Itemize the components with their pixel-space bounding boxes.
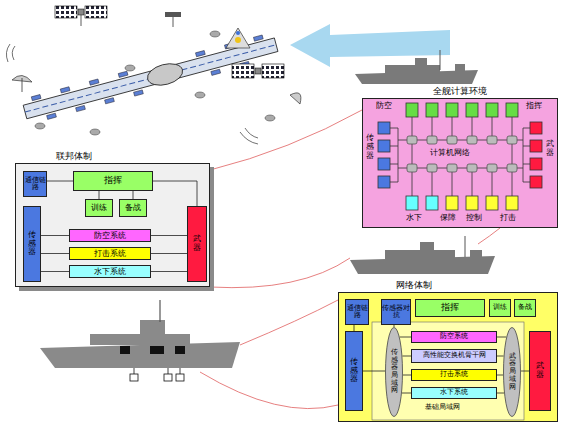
panel-inner bbox=[372, 322, 524, 420]
box-label: 防空系统 bbox=[94, 232, 126, 240]
connector-line bbox=[497, 356, 504, 357]
region-label: 计算机网络 bbox=[430, 149, 470, 158]
readiness-box: 备战 bbox=[119, 199, 147, 217]
connector-line bbox=[521, 371, 529, 372]
box-label: 训练 bbox=[493, 304, 507, 311]
connector-line bbox=[497, 393, 504, 394]
region-label: 打击 bbox=[500, 214, 516, 223]
sensor-box: 传感器 bbox=[23, 206, 41, 282]
readiness-box: 备战 bbox=[514, 299, 536, 317]
box-label: 武器 bbox=[536, 362, 544, 380]
connector-line bbox=[151, 271, 187, 272]
box-label: 武器局域网 bbox=[509, 353, 516, 391]
comm-box: 通信链路 bbox=[345, 299, 369, 325]
backbone-bar: 高性能交换机骨干网 bbox=[411, 349, 497, 363]
box-label: 打击系统 bbox=[440, 371, 468, 378]
box-label: 备战 bbox=[125, 204, 141, 212]
training-box: 训练 bbox=[85, 199, 113, 217]
connector-line bbox=[402, 393, 411, 394]
big-arrow bbox=[290, 24, 450, 67]
region-label: 水下 bbox=[406, 214, 422, 223]
network-illustration bbox=[6, 6, 300, 144]
weapon-box: 武器 bbox=[187, 206, 207, 282]
connector-line bbox=[133, 191, 134, 199]
region-label: 控制 bbox=[466, 214, 482, 223]
ship-silhouette bbox=[40, 300, 240, 381]
system-panel: 网络体制通信链路传感器对抗指挥训练备战传感器传感器局域网防空系统高性能交换机骨干… bbox=[338, 292, 558, 422]
connector-line bbox=[402, 356, 411, 357]
lan-oval: 武器局域网 bbox=[503, 327, 521, 417]
box-label: 指挥 bbox=[441, 303, 459, 312]
panel-fill bbox=[338, 292, 558, 422]
box-label: 武器 bbox=[193, 235, 201, 253]
box-label: 备战 bbox=[518, 304, 532, 311]
connector-line bbox=[41, 271, 69, 272]
system-bar: 水下系统 bbox=[411, 387, 497, 399]
connector-line bbox=[41, 235, 69, 236]
panel-fill bbox=[362, 98, 558, 228]
box-label: 训练 bbox=[91, 204, 107, 212]
box-label: 传感器 bbox=[350, 358, 358, 384]
box-label: 通信链路 bbox=[346, 305, 368, 320]
box-label: 通信链路 bbox=[24, 177, 46, 192]
box-label: 传感器 bbox=[28, 231, 36, 257]
command-box: 指挥 bbox=[415, 299, 485, 317]
sensor-box: 传感器 bbox=[345, 331, 363, 411]
connector-line bbox=[497, 337, 506, 338]
system-bar: 打击系统 bbox=[411, 369, 497, 381]
connector-line bbox=[400, 337, 411, 338]
box-label: 防空系统 bbox=[440, 333, 468, 340]
region-label: 防空 bbox=[376, 102, 392, 111]
connector-line bbox=[99, 191, 100, 199]
system-bar: 防空系统 bbox=[69, 229, 151, 242]
box-label: 打击系统 bbox=[94, 250, 126, 258]
region-label: 传感器 bbox=[366, 134, 374, 160]
ship-silhouette bbox=[355, 50, 478, 84]
box-label: 水下系统 bbox=[440, 389, 468, 396]
connector-line bbox=[151, 253, 187, 254]
region-label: 指挥 bbox=[526, 102, 542, 111]
system-panel: 联邦体制通信链路传感器指挥训练备战防空系统打击系统水下系统武器 bbox=[15, 163, 210, 287]
system-bar: 防空系统 bbox=[411, 331, 497, 343]
box-label: 指挥 bbox=[104, 176, 122, 185]
training-box: 训练 bbox=[489, 299, 511, 317]
sensor-control-box: 传感器对抗 bbox=[381, 299, 411, 325]
connector-line bbox=[394, 325, 395, 327]
connector-line bbox=[363, 371, 385, 372]
computing-mesh bbox=[378, 103, 542, 210]
connector-line bbox=[41, 253, 69, 254]
connector-line bbox=[151, 235, 187, 236]
panel-heading: 网络体制 bbox=[396, 279, 432, 291]
box-label: 传感器局域网 bbox=[391, 349, 398, 395]
connector-line bbox=[403, 375, 411, 376]
panel-fill bbox=[15, 163, 210, 287]
weapon-box: 武器 bbox=[529, 331, 551, 411]
region-label: 基础局域网 bbox=[425, 404, 460, 412]
connector-line bbox=[497, 375, 503, 376]
panel-heading: 联邦体制 bbox=[56, 150, 92, 162]
lan-oval: 传感器局域网 bbox=[385, 327, 403, 417]
box-label: 水下系统 bbox=[94, 268, 126, 276]
system-bar: 水下系统 bbox=[69, 265, 151, 278]
comm-box: 通信链路 bbox=[23, 171, 47, 197]
ship-silhouette bbox=[350, 236, 495, 274]
region-label: 保障 bbox=[440, 214, 456, 223]
connector-line bbox=[47, 181, 73, 182]
system-panel: 全舰计算环境 bbox=[362, 98, 558, 228]
box-label: 高性能交换机骨干网 bbox=[423, 352, 486, 359]
connector-line bbox=[153, 181, 197, 206]
panel-heading: 全舰计算环境 bbox=[363, 85, 557, 97]
system-bar: 打击系统 bbox=[69, 247, 151, 260]
command-box: 指挥 bbox=[73, 171, 153, 191]
box-label: 传感器对抗 bbox=[382, 305, 410, 320]
region-label: 武器 bbox=[546, 140, 554, 158]
